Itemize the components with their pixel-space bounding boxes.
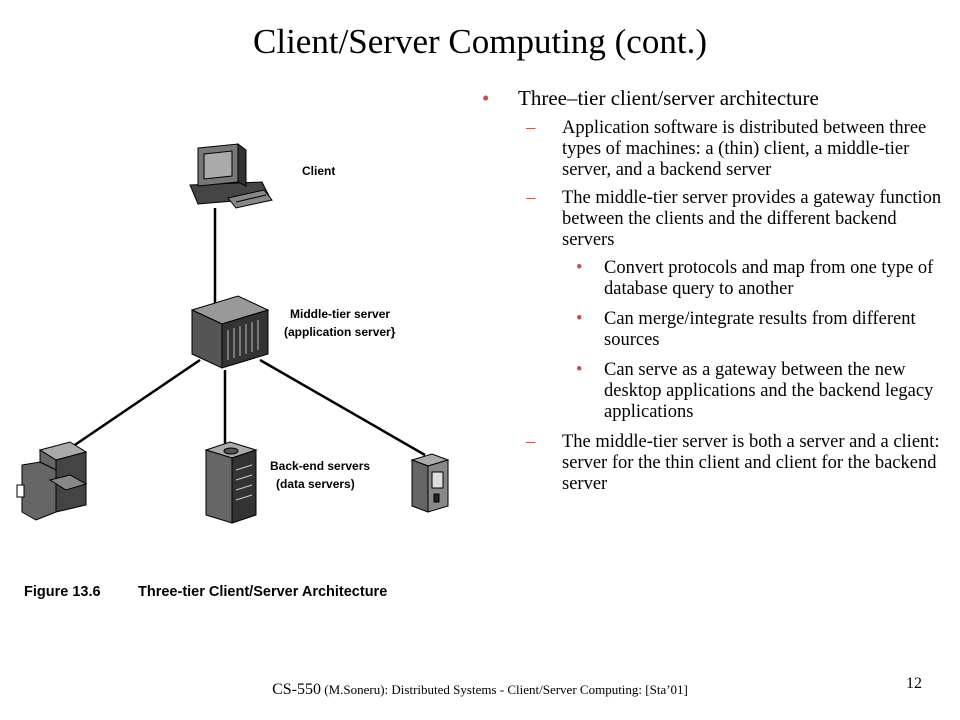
backend-link-right: [259, 358, 426, 457]
bullet-marker: •: [576, 360, 583, 380]
bullet-text: The middle-tier server is both a server …: [562, 432, 940, 494]
bullet-item: • Three–tier client/server architecture: [480, 86, 950, 111]
bullet-list: • Three–tier client/server architecture …: [480, 86, 950, 502]
bullet-item: – The middle-tier server is both a serve…: [480, 432, 950, 495]
middle-tier-label-line1: Middle-tier server: [290, 307, 390, 321]
bullet-marker: –: [526, 188, 536, 208]
bullet-marker: •: [576, 258, 583, 278]
client-label: Client: [302, 164, 335, 178]
backend-tower-right-icon: [410, 453, 450, 513]
figure-caption-number: Figure 13.6: [24, 584, 101, 600]
footer-course: CS-550: [272, 681, 322, 698]
three-tier-diagram: Client Middle-tier server (application s…: [16, 143, 450, 600]
bullet-marker: –: [526, 118, 536, 138]
bullet-marker: •: [576, 309, 583, 329]
bullet-text: Can serve as a gateway between the new d…: [604, 360, 934, 422]
bullet-text: The middle-tier server provides a gatewa…: [562, 188, 942, 250]
bullet-item: • Can merge/integrate results from diffe…: [480, 309, 950, 351]
middle-tier-label-line2: (application server}: [284, 325, 396, 339]
backend-link-left: [59, 358, 201, 457]
backend-label-line1: Back-end servers: [270, 459, 370, 473]
bullet-marker: –: [526, 432, 536, 452]
footer-detail: (M.Soneru): Distributed Systems - Client…: [321, 682, 688, 697]
slide-title: Client/Server Computing (cont.): [253, 22, 707, 61]
backend-tower-center-icon: [204, 441, 258, 524]
bullet-item: – Application software is distributed be…: [480, 118, 950, 181]
bullet-text: Convert protocols and map from one type …: [604, 258, 934, 299]
page-number: 12: [906, 675, 922, 692]
bullet-marker: •: [482, 86, 490, 110]
bullet-text: Can merge/integrate results from differe…: [604, 309, 916, 350]
bullet-item: • Can serve as a gateway between the new…: [480, 360, 950, 423]
client-computer-icon: [189, 143, 273, 209]
bullet-text: Application software is distributed betw…: [562, 118, 927, 180]
figure-caption-text: Three-tier Client/Server Architecture: [138, 584, 387, 600]
slide-footer: CS-550 (M.Soneru): Distributed Systems -…: [0, 681, 960, 699]
backend-label-line2: (data servers): [276, 477, 355, 491]
bullet-item: – The middle-tier server provides a gate…: [480, 188, 950, 251]
middle-tier-server-icon: [190, 295, 270, 369]
bullet-text: Three–tier client/server architecture: [518, 86, 819, 110]
backend-mainframe-icon: [16, 441, 88, 521]
bullet-item: • Convert protocols and map from one typ…: [480, 258, 950, 300]
